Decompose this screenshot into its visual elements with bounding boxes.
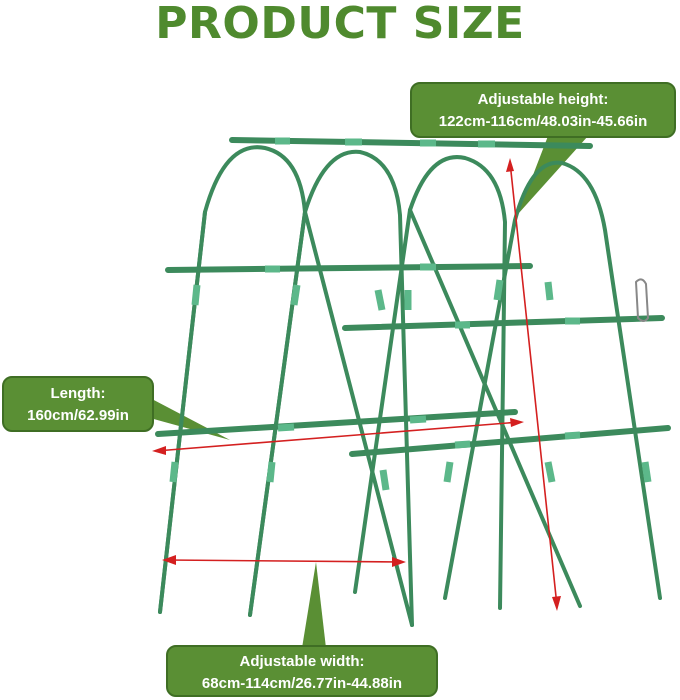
back-leg-1 <box>303 210 414 627</box>
mid-bar-1 <box>165 263 533 273</box>
mid-bar-2 <box>342 315 665 331</box>
connector <box>169 461 179 483</box>
low-bar-2 <box>349 425 671 457</box>
connector <box>564 431 581 440</box>
width-value: 68cm-114cm/26.77in-44.88in <box>201 675 403 692</box>
connector <box>277 423 295 432</box>
arch-2 <box>248 149 414 627</box>
length-label: Length: <box>50 385 106 402</box>
back-leg-2 <box>408 208 582 608</box>
connector <box>379 469 390 491</box>
width-callout: Adjustable width: 68cm-114cm/26.77in-44.… <box>166 645 438 697</box>
height-arrow-head-top <box>506 158 514 172</box>
connector <box>493 279 504 301</box>
height-callout: Adjustable height: 122cm-116cm/48.03in-4… <box>410 82 676 138</box>
height-arrow-head-bottom <box>552 596 561 611</box>
length-arrow <box>155 421 521 452</box>
connector <box>266 461 276 483</box>
connector <box>374 289 386 311</box>
height-label: Adjustable height: <box>477 91 609 108</box>
connector <box>544 461 556 483</box>
length-arrow-head-right <box>510 418 524 427</box>
width-arrow-head-right <box>392 557 406 567</box>
connector <box>191 284 201 306</box>
height-value: 122cm-116cm/48.03in-45.66in <box>438 113 648 130</box>
length-value: 160cm/62.99in <box>27 407 129 424</box>
arch-4 <box>443 160 662 600</box>
connector <box>290 284 301 306</box>
stake-connectors <box>169 279 652 491</box>
page-title: PRODUCT SIZE <box>155 0 525 49</box>
low-bar-1 <box>155 409 518 437</box>
connector <box>544 281 554 301</box>
clip-icon <box>634 278 650 322</box>
length-callout: Length: 160cm/62.99in <box>2 376 154 432</box>
trellis-frame <box>158 145 662 627</box>
connector <box>454 440 471 449</box>
width-callout-pointer <box>302 562 326 648</box>
width-arrow-head-left <box>162 555 176 565</box>
height-arrow <box>509 161 558 607</box>
connector <box>409 415 427 424</box>
width-arrow <box>165 559 403 563</box>
connector <box>443 461 454 483</box>
connector <box>641 461 652 483</box>
top-bar-1 <box>229 137 593 149</box>
measurement-arrows <box>152 158 561 611</box>
height-callout-pointer <box>518 136 588 214</box>
length-arrow-head-left <box>152 446 166 455</box>
bar-connectors <box>265 137 581 449</box>
arch-1 <box>158 145 308 617</box>
horizontal-bars <box>155 137 671 457</box>
arch-3 <box>353 155 508 610</box>
back-leg-3 <box>158 210 207 614</box>
width-label: Adjustable width: <box>239 653 365 670</box>
